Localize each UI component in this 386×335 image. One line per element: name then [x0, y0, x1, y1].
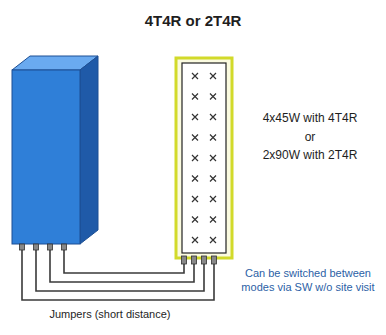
element-mark — [192, 73, 198, 79]
antenna-connector — [202, 256, 207, 264]
element-mark — [210, 73, 216, 79]
element-mark — [192, 135, 198, 141]
antenna-radome — [182, 63, 226, 253]
antenna-connector — [212, 256, 217, 264]
radio-side — [80, 56, 98, 244]
element-mark — [210, 176, 216, 182]
element-mark — [192, 217, 198, 223]
antenna-elements — [192, 73, 216, 243]
antenna-connector — [182, 256, 187, 264]
jumper-cables — [20, 244, 217, 300]
antenna-connector — [192, 256, 197, 264]
note-text: 2x90W with 2T4R — [240, 148, 380, 163]
note-text: or — [240, 130, 380, 145]
title: 4T4R or 2T4R — [133, 12, 253, 31]
element-mark — [210, 114, 216, 120]
note-blue: Can be switched between modes via SW w/o… — [234, 267, 382, 295]
radio-connector — [48, 244, 53, 250]
jumper-cable — [22, 244, 214, 300]
note-text: 4x45W with 4T4R — [240, 111, 380, 126]
element-mark — [210, 196, 216, 202]
element-mark — [192, 114, 198, 120]
element-mark — [192, 196, 198, 202]
caption-text: Jumpers (short distance) — [30, 308, 190, 322]
element-mark — [192, 94, 198, 100]
jumper-cable — [64, 244, 184, 273]
radio-connector — [34, 244, 39, 250]
radio-connector — [20, 244, 25, 250]
element-mark — [210, 135, 216, 141]
element-mark — [210, 237, 216, 243]
radio-front — [12, 70, 80, 244]
element-mark — [210, 217, 216, 223]
radio-connector — [62, 244, 67, 250]
element-mark — [210, 94, 216, 100]
element-mark — [192, 176, 198, 182]
antenna-outline — [176, 58, 232, 258]
element-mark — [192, 155, 198, 161]
jumper-cable — [36, 244, 204, 291]
jumper-cable — [50, 244, 194, 282]
element-mark — [192, 237, 198, 243]
element-mark — [210, 155, 216, 161]
